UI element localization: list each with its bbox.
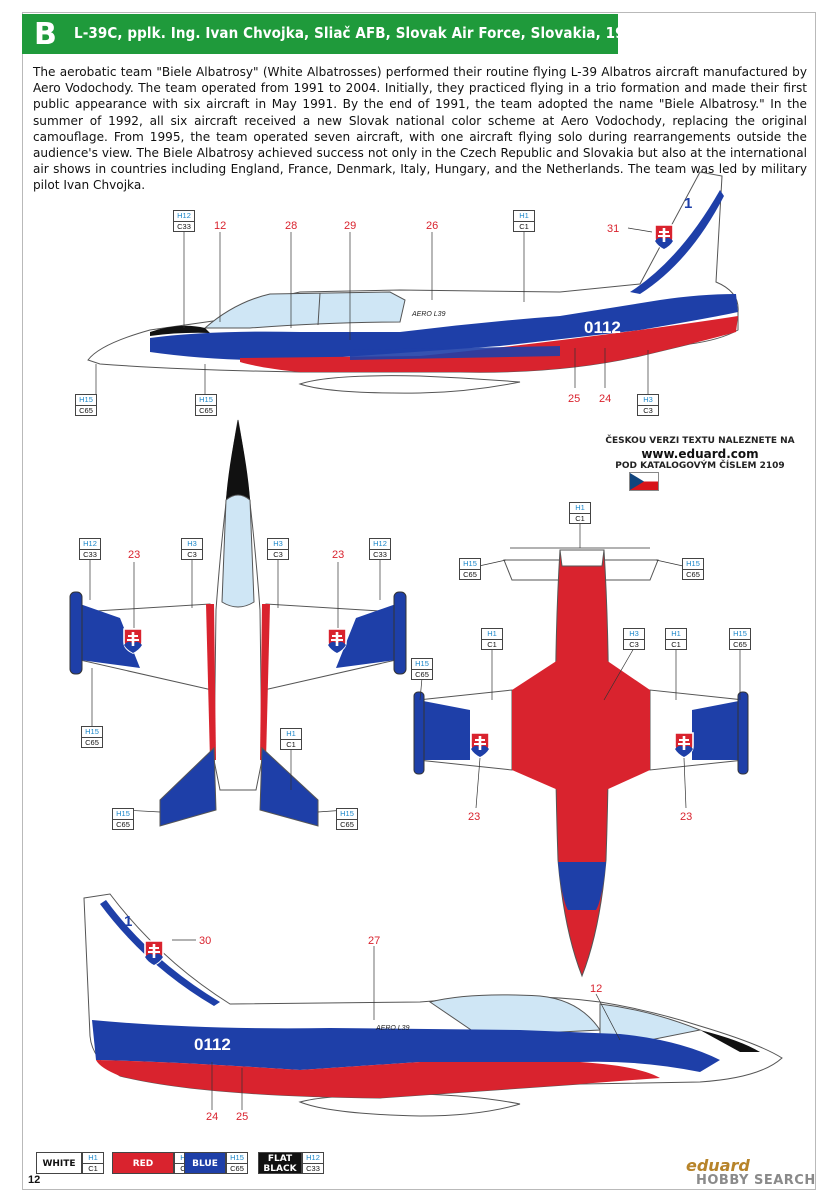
legend-swatch-white: WHITE	[36, 1152, 82, 1174]
nose-text-bottom: AERO L39	[375, 1025, 410, 1032]
czech-note-line1: ČESKOU VERZI TEXTU NALEZNETE NA	[605, 436, 795, 446]
upper-view	[69, 419, 407, 827]
callout-number: 26	[426, 220, 438, 232]
eduard-logo: eduard	[686, 1156, 750, 1175]
slovak-roundel-icon	[144, 940, 164, 966]
callout-number: 31	[607, 223, 619, 235]
lower-view	[413, 549, 749, 978]
callout-number: 24	[599, 393, 611, 405]
profile-letter: B	[34, 17, 57, 52]
callout-number: 23	[332, 549, 344, 561]
profile-header: B L-39C, pplk. Ing. Ivan Chvojka, Sliač …	[22, 14, 687, 54]
slovak-roundel-icon	[123, 628, 143, 654]
side-profile-left: 1 0112 AERO L39	[87, 171, 739, 394]
page-number: 12	[28, 1174, 41, 1186]
hobby-search-watermark: HOBBY SEARCH	[696, 1173, 816, 1188]
page-frame	[22, 12, 816, 1190]
czech-flag-icon	[629, 472, 659, 491]
callout-number: 23	[680, 811, 692, 823]
callout-number: 12	[590, 983, 602, 995]
callout-number: 23	[468, 811, 480, 823]
czech-note-url[interactable]: www.eduard.com	[641, 447, 759, 461]
callout-number: 28	[285, 220, 297, 232]
side-profile-right: 1 0112 AERO L39	[83, 893, 783, 1117]
slovak-roundel-icon	[327, 628, 347, 654]
callout-number: 24	[206, 1111, 218, 1123]
profile-title: L-39C, pplk. Ing. Ivan Chvojka, Sliač AF…	[74, 24, 688, 42]
callout-number: 25	[236, 1111, 248, 1123]
tail-number-bottom: 1	[124, 913, 132, 930]
history-description: The aerobatic team "Biele Albatrosy" (Wh…	[33, 65, 807, 193]
callout-number: 25	[568, 393, 580, 405]
callout-number: 12	[214, 220, 226, 232]
legend-swatch-blue: BLUE	[184, 1152, 226, 1174]
serial-number-bottom: 0112	[194, 1035, 231, 1054]
slovak-roundel-icon	[674, 732, 694, 758]
callout-number: 23	[128, 549, 140, 561]
czech-version-note: ČESKOU VERZI TEXTU NALEZNETE NA www.edua…	[600, 436, 800, 471]
czech-note-line3: POD KATALOGOVÝM ČÍSLEM 2109	[615, 461, 785, 471]
slovak-roundel-icon	[470, 732, 490, 758]
serial-number-top: 0112	[584, 318, 621, 337]
callout-number: 29	[344, 220, 356, 232]
slovak-roundel-icon	[654, 224, 674, 250]
legend-swatch-flat-black: FLAT BLACK	[258, 1152, 302, 1174]
leader-lines	[89, 227, 741, 1110]
callout-number: 27	[368, 935, 380, 947]
legend-swatch-red: RED	[112, 1152, 174, 1174]
nose-text-top: AERO L39	[411, 311, 446, 318]
callout-number: 30	[199, 935, 211, 947]
tail-number-top: 1	[684, 195, 692, 212]
